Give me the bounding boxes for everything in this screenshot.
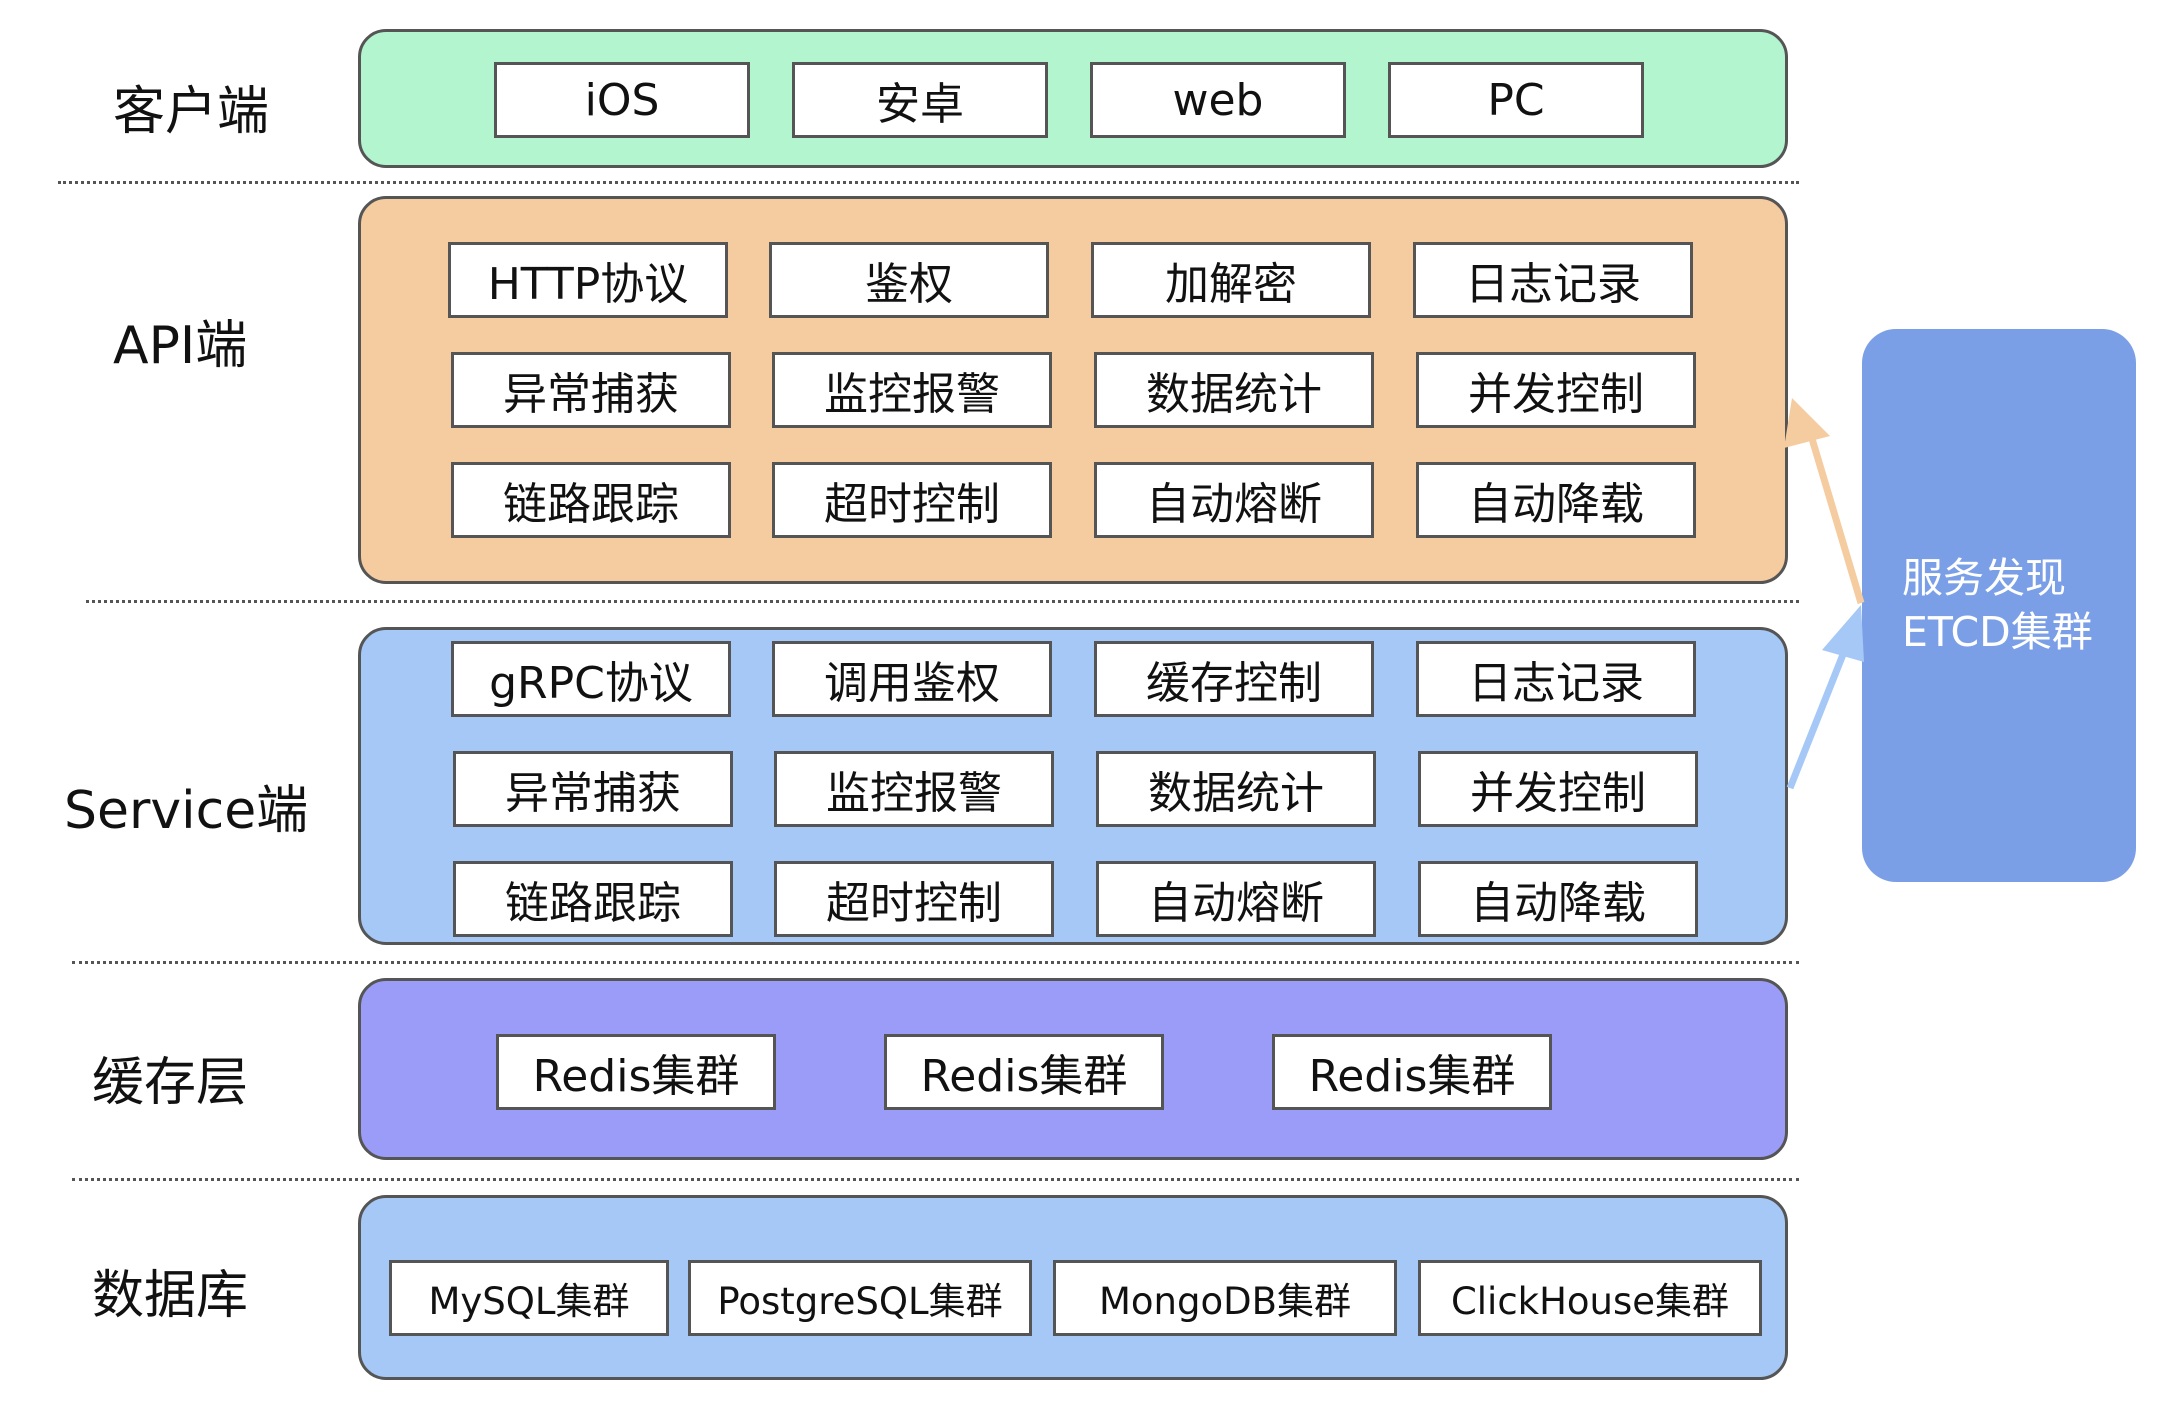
- service-layer-label: Service端: [64, 781, 309, 841]
- cache-item-redis: Redis集群: [1272, 1034, 1552, 1110]
- service-item: 并发控制: [1418, 751, 1698, 827]
- arrow-to-service: [1786, 605, 1864, 790]
- api-item: 数据统计: [1094, 352, 1374, 428]
- etcd-cluster-label: ETCD集群: [1902, 607, 2093, 656]
- service-item: 自动降载: [1418, 861, 1698, 937]
- separator-service-cache: [72, 961, 1799, 964]
- cache-item-redis: Redis集群: [884, 1034, 1164, 1110]
- api-item: 超时控制: [772, 462, 1052, 538]
- service-discovery-label: 服务发现: [1902, 554, 2066, 603]
- service-item: gRPC协议: [451, 641, 731, 717]
- service-item: 异常捕获: [453, 751, 733, 827]
- api-item: 日志记录: [1413, 242, 1693, 318]
- api-item: HTTP协议: [448, 242, 728, 318]
- service-discovery-etcd: 服务发现 ETCD集群: [1862, 329, 2136, 882]
- cache-item-redis: Redis集群: [496, 1034, 776, 1110]
- database-item-clickhouse: ClickHouse集群: [1418, 1260, 1762, 1336]
- database-item-mysql: MySQL集群: [389, 1260, 669, 1336]
- cache-panel: Redis集群 Redis集群 Redis集群: [358, 978, 1788, 1160]
- client-item-ios: iOS: [494, 62, 750, 138]
- database-item-postgresql: PostgreSQL集群: [688, 1260, 1032, 1336]
- api-item: 加解密: [1091, 242, 1371, 318]
- client-panel: iOS 安卓 web PC: [358, 29, 1788, 168]
- separator-api-service: [86, 600, 1799, 603]
- arrow-to-api: [1784, 398, 1865, 605]
- service-panel: gRPC协议 调用鉴权 缓存控制 日志记录 异常捕获 监控报警 数据统计 并发控…: [358, 627, 1788, 945]
- client-item-android: 安卓: [792, 62, 1048, 138]
- api-item: 自动降载: [1416, 462, 1696, 538]
- separator-cache-database: [72, 1178, 1799, 1181]
- service-item: 调用鉴权: [772, 641, 1052, 717]
- service-item: 日志记录: [1416, 641, 1696, 717]
- service-item: 链路跟踪: [453, 861, 733, 937]
- service-item: 监控报警: [774, 751, 1054, 827]
- cache-layer-label: 缓存层: [92, 1053, 249, 1113]
- client-item-pc: PC: [1388, 62, 1644, 138]
- client-item-web: web: [1090, 62, 1346, 138]
- database-layer-label: 数据库: [92, 1266, 249, 1326]
- api-item: 并发控制: [1416, 352, 1696, 428]
- api-item: 自动熔断: [1094, 462, 1374, 538]
- api-item: 异常捕获: [451, 352, 731, 428]
- api-layer-label: API端: [113, 316, 248, 376]
- api-item: 监控报警: [772, 352, 1052, 428]
- database-panel: MySQL集群 PostgreSQL集群 MongoDB集群 ClickHous…: [358, 1195, 1788, 1380]
- database-item-mongodb: MongoDB集群: [1053, 1260, 1397, 1336]
- service-item: 数据统计: [1096, 751, 1376, 827]
- separator-client-api: [58, 181, 1799, 184]
- service-item: 缓存控制: [1094, 641, 1374, 717]
- api-panel: HTTP协议 鉴权 加解密 日志记录 异常捕获 监控报警 数据统计 并发控制 链…: [358, 196, 1788, 584]
- api-item: 鉴权: [769, 242, 1049, 318]
- client-layer-label: 客户端: [113, 82, 270, 142]
- service-item: 超时控制: [774, 861, 1054, 937]
- api-item: 链路跟踪: [451, 462, 731, 538]
- service-item: 自动熔断: [1096, 861, 1376, 937]
